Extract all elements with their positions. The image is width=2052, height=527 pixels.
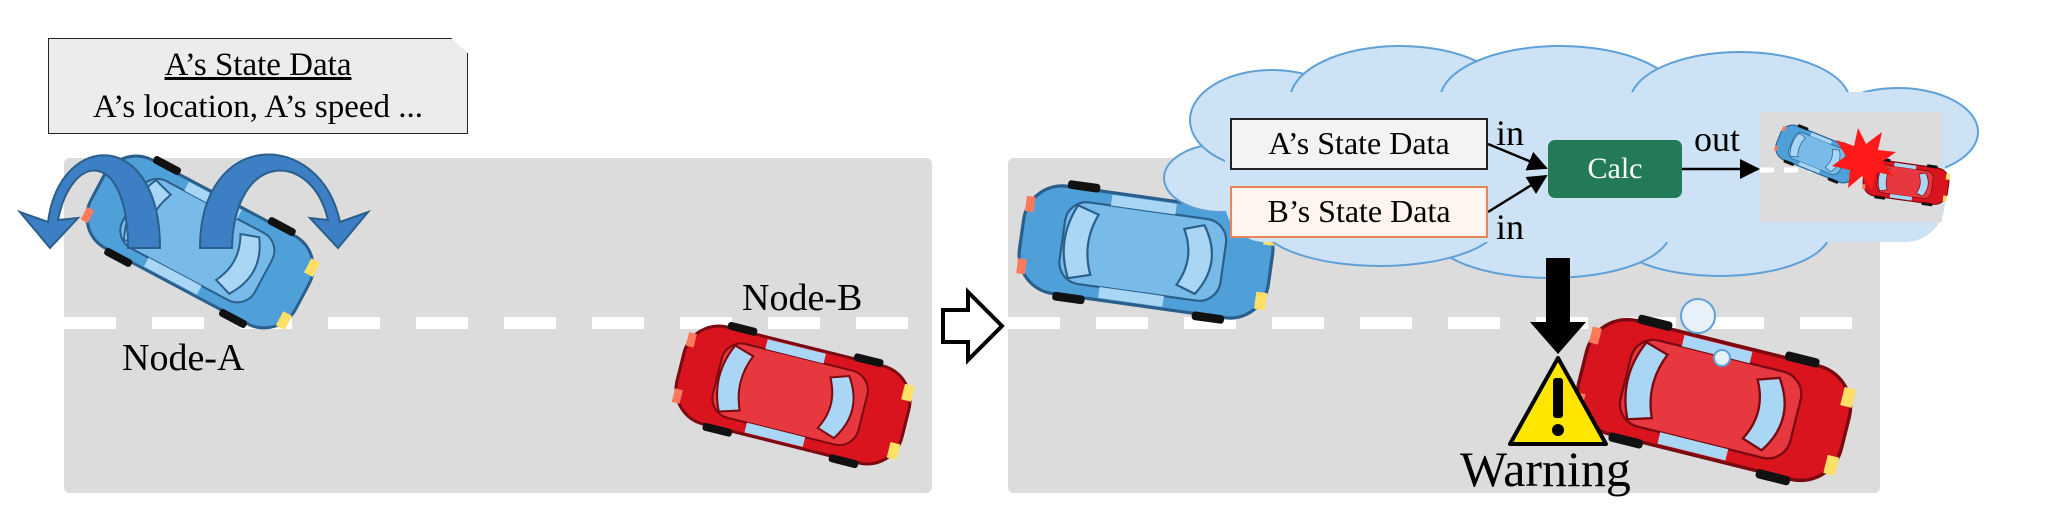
down-arrow-icon bbox=[1530, 258, 1586, 354]
callout-body: A’s location, A’s speed ... bbox=[93, 89, 423, 125]
callout-title: A’s State Data bbox=[164, 47, 352, 83]
node-b-label: Node-B bbox=[742, 277, 863, 319]
collision-preview bbox=[1760, 112, 1952, 222]
out-label: out bbox=[1694, 119, 1741, 159]
in-label-bottom: in bbox=[1496, 207, 1525, 247]
in-arrow-top bbox=[1487, 142, 1548, 171]
warning-label: Warning bbox=[1460, 441, 1631, 497]
calc-block: Calc bbox=[1548, 140, 1682, 198]
in-arrow-bottom bbox=[1487, 174, 1548, 214]
warning-sign-icon bbox=[1508, 356, 1608, 446]
collision-burst-icon bbox=[1832, 128, 1896, 190]
hollow-right-arrow-icon bbox=[941, 287, 1005, 365]
node-a-label: Node-A bbox=[122, 337, 245, 379]
curved-arrow-icon bbox=[16, 153, 372, 250]
thought-bubble-dots bbox=[1680, 298, 1731, 367]
state-data-callout: A’s State Data A’s location, A’s speed .… bbox=[48, 38, 468, 134]
a-state-data-box: A’s State Data bbox=[1230, 118, 1488, 170]
b-state-data-box: B’s State Data bbox=[1230, 186, 1488, 238]
in-label-top: in bbox=[1496, 113, 1525, 153]
